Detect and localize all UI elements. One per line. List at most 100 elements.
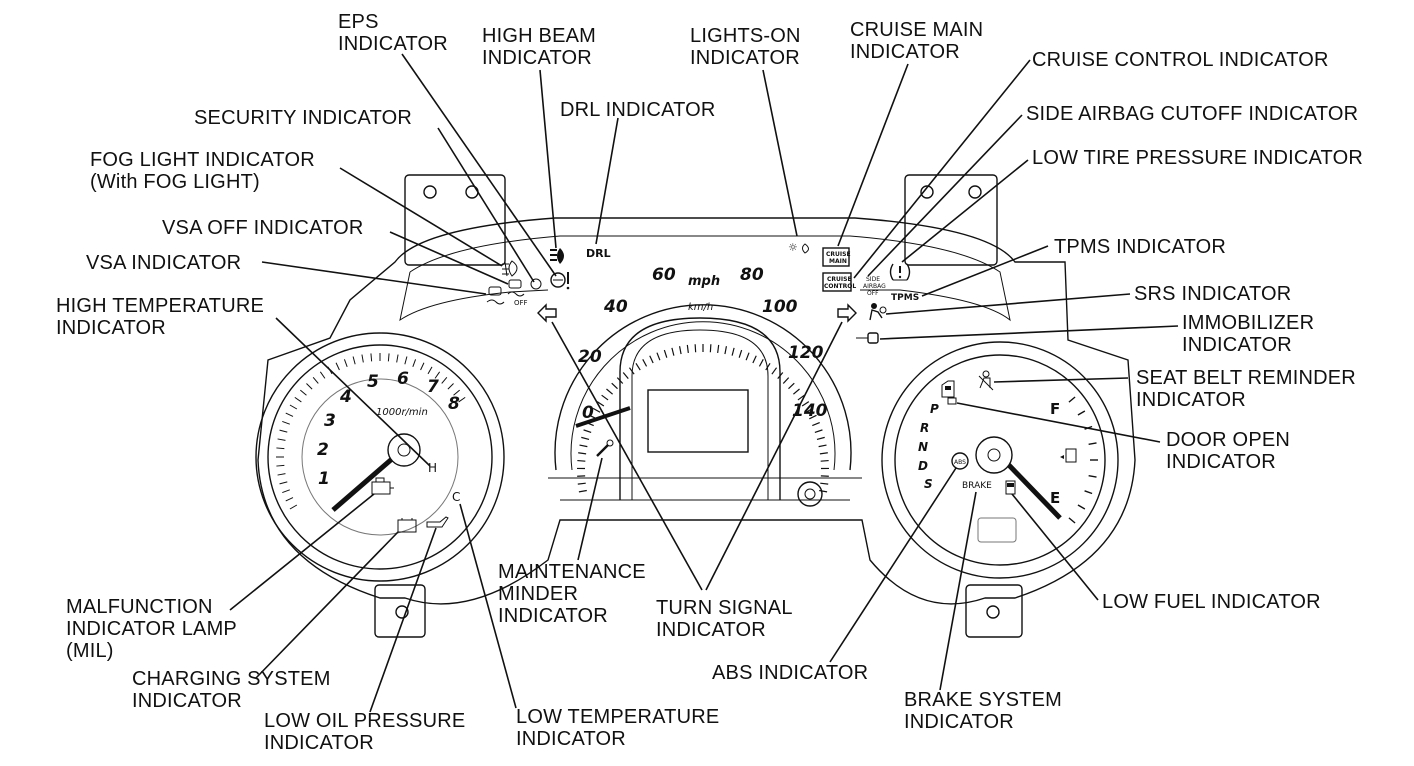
leader-door-open [956, 402, 1161, 443]
mount-hole [968, 185, 982, 199]
speed-num-20: 20 [578, 347, 602, 367]
warning-icon-strip: DRL OFF ☼ CRUISE MAIN CRUISE CONTROL [486, 241, 919, 344]
engine-check-icon [371, 477, 394, 495]
gauge-tick [765, 362, 771, 371]
leader-tpms [921, 245, 1049, 297]
gauge-tick [797, 394, 805, 401]
gauge-tick [788, 382, 795, 390]
speedometer: 0 20 40 60 80 100 120 140 mph km/h [537, 265, 857, 507]
oil-can-icon [426, 516, 449, 528]
gauge-tick [601, 394, 609, 401]
gauge-tick [412, 359, 417, 367]
low-fuel-icon [1005, 480, 1016, 495]
leader-seat-belt [993, 377, 1129, 383]
lights-on-icon: ☼ [788, 241, 809, 254]
gear-s: S [924, 477, 933, 491]
lcd-display [647, 389, 749, 453]
label-vsa: VSA INDICATOR [86, 252, 241, 274]
gauge-tick [581, 436, 590, 441]
gauge-tick [611, 382, 618, 390]
tach-bezel-outer [255, 332, 505, 582]
trip-knob [797, 481, 823, 507]
leader-srs [885, 293, 1131, 315]
speed-num-100: 100 [762, 297, 798, 317]
leader-abs [829, 467, 957, 663]
gauge-tick [396, 354, 399, 363]
fuel-empty-mark: E [1050, 489, 1060, 507]
fuel-hub [975, 436, 1013, 474]
speedo-outer-arc [554, 304, 852, 471]
gauge-tick [300, 389, 307, 396]
temp-cold-mark: C [452, 490, 460, 504]
trip-knob-center [804, 488, 816, 500]
gauge-tick [771, 367, 778, 375]
leader-side-airbag [867, 114, 1023, 277]
fuel-needle [1002, 458, 1062, 520]
gauge-tick [447, 383, 454, 390]
fuel-gauge: P R N D S F E ABS BRAKE [881, 341, 1119, 579]
bracket-top-right [904, 174, 998, 266]
low-tire-pressure-icon [889, 263, 911, 281]
gauge-tick [1088, 442, 1097, 446]
gauge-tick [277, 473, 286, 476]
gauge-tick [583, 429, 592, 433]
leader-lines [229, 53, 1179, 713]
leader-mil [229, 493, 375, 611]
svg-text:CRUISE: CRUISE [826, 251, 851, 258]
gauge-tick [801, 401, 810, 407]
tach-num-2: 2 [317, 440, 329, 460]
battery-icon [397, 518, 417, 533]
fog-light-icon [502, 260, 518, 277]
gauge-tick [319, 371, 326, 379]
gauge-tick [656, 352, 661, 361]
cluster-body-outline [257, 217, 1136, 605]
label-fog: FOG LIGHT INDICATOR(With FOG LIGHT) [90, 149, 315, 193]
gauge-tick [276, 447, 285, 450]
leader-cruise-main [837, 63, 909, 247]
label-low-fuel: LOW FUEL INDICATOR [1102, 591, 1321, 613]
leader-eps [401, 53, 557, 277]
gauge-tick [814, 429, 823, 433]
leader-turn-left [551, 321, 703, 591]
svg-text:OFF: OFF [514, 299, 528, 307]
gauge-tick [370, 353, 373, 362]
leader-high-temp [275, 317, 431, 467]
odometer-window [977, 517, 1017, 543]
gauge-tick [285, 412, 294, 417]
drl-icon-text: DRL [586, 247, 611, 260]
gauge-tick [686, 344, 689, 353]
brake-label-text: BRAKE [962, 481, 992, 491]
tach-face-inner [301, 378, 459, 536]
gauge-tick [361, 354, 364, 363]
mount-hole [423, 185, 437, 199]
gauge-tick [678, 346, 682, 355]
tach-needle [331, 450, 402, 512]
gauge-tick [282, 420, 290, 425]
leader-maintenance [577, 457, 603, 561]
gauge-tick [606, 388, 613, 395]
gauge-tick [289, 404, 298, 410]
leader-low-tire [901, 159, 1029, 263]
tach-num-1: 1 [318, 469, 330, 489]
gauge-tick [335, 362, 340, 371]
mount-hole [920, 185, 934, 199]
gauge-tick [819, 452, 828, 455]
leader-charging [255, 531, 399, 679]
gauge-tick [294, 396, 302, 403]
turn-signal-right-icon [837, 303, 857, 323]
temp-hot-mark: H [428, 461, 437, 475]
tach-ticks [276, 353, 466, 510]
gauge-tick [731, 347, 735, 356]
svg-text:MAIN: MAIN [829, 258, 847, 265]
tach-num-7: 7 [427, 377, 439, 397]
